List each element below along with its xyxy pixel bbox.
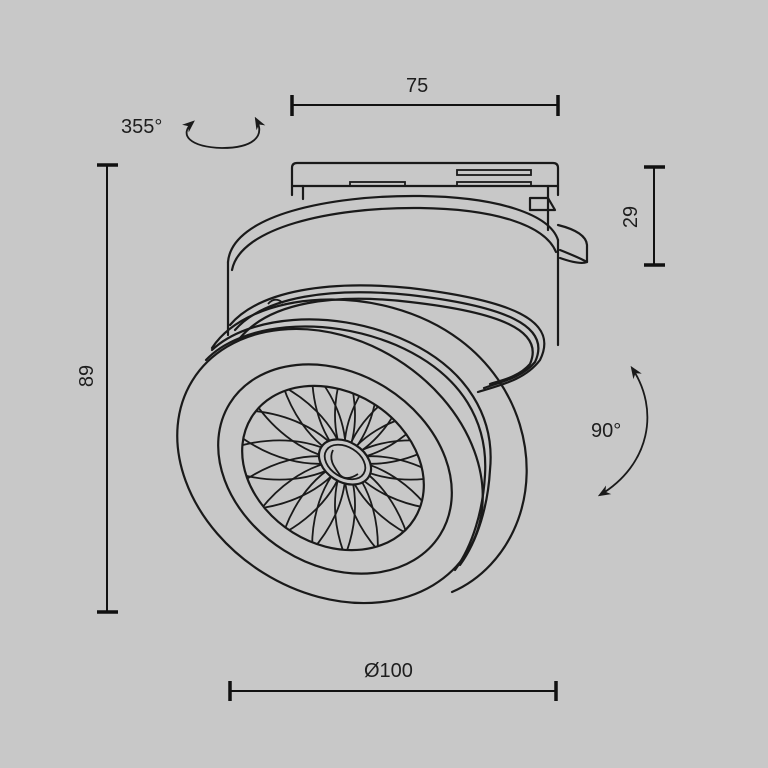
mount-ring [226,194,560,394]
led-lens [317,438,373,486]
rotation-label-90: 90° [591,420,622,442]
track-adapter [290,161,589,264]
lamp-head [176,298,528,605]
dimension-line-diameter [228,681,558,701]
tilt-arc-arrow-icon [597,365,649,497]
dimension-label-diameter: Ø100 [364,660,413,682]
dimension-label-75: 75 [406,75,429,97]
rotation-label-355: 355° [121,116,163,138]
rotate-horizontal-arrow-icon [182,116,266,149]
dimension-label-89: 89 [76,364,99,388]
dimension-line-29 [644,165,665,267]
dimension-line-75 [290,95,560,116]
dimension-line-89 [97,163,118,614]
dimension-label-29: 29 [620,205,643,229]
